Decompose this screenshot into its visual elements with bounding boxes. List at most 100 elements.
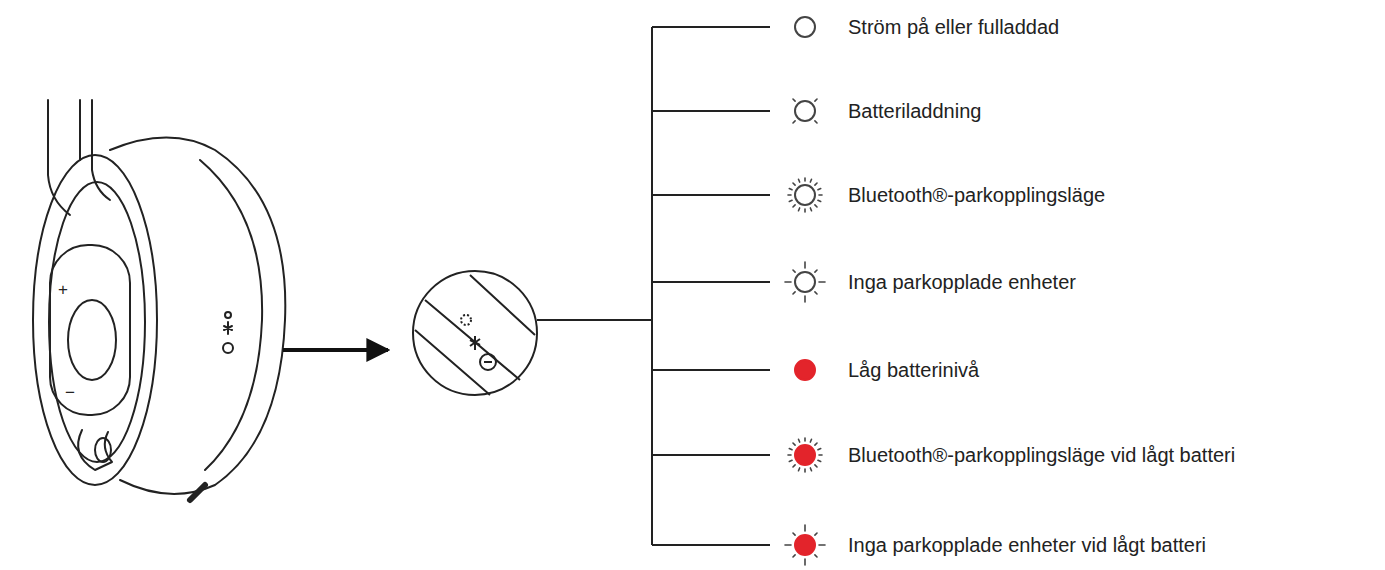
headset-drawing bbox=[33, 100, 285, 500]
led-ray bbox=[785, 281, 791, 283]
led-ray bbox=[789, 188, 792, 189]
led-ray bbox=[815, 555, 817, 557]
leader-line bbox=[537, 319, 652, 321]
led-ray bbox=[798, 439, 799, 442]
led-dot bbox=[795, 101, 815, 121]
led-dot bbox=[795, 535, 815, 555]
ear-cup-rim bbox=[200, 160, 262, 470]
led-dot bbox=[795, 445, 815, 465]
zoom-mute-button bbox=[480, 354, 496, 370]
ear-cushion bbox=[33, 155, 157, 485]
ear-cushion-inner bbox=[49, 182, 145, 462]
led-ray bbox=[804, 525, 806, 531]
headband bbox=[79, 100, 81, 160]
led-status-label: Ström på eller fulladdad bbox=[848, 15, 1059, 39]
led-ray bbox=[815, 292, 817, 294]
led-ray bbox=[810, 179, 811, 182]
led-ray bbox=[810, 468, 811, 471]
zoom-bluetooth bbox=[470, 336, 480, 350]
leader-line bbox=[652, 26, 770, 28]
led-status-label: Bluetooth®-parkopplingsläge bbox=[848, 183, 1105, 207]
led-status-label: Inga parkopplade enheter bbox=[848, 270, 1076, 294]
led-ray bbox=[819, 454, 822, 456]
led-ray bbox=[793, 205, 795, 207]
led-ray bbox=[793, 555, 795, 557]
led-ray bbox=[804, 178, 806, 181]
led-ray bbox=[815, 443, 817, 445]
led-icon bbox=[785, 262, 825, 302]
led-ray bbox=[789, 448, 792, 449]
led-dot bbox=[795, 17, 815, 37]
ear-cup bbox=[110, 138, 285, 494]
led-ray bbox=[793, 270, 795, 272]
control-plate bbox=[50, 245, 130, 415]
led-icon bbox=[788, 438, 822, 472]
boom-mic bbox=[78, 430, 112, 470]
led-ray bbox=[810, 208, 811, 211]
leader-line bbox=[652, 544, 770, 546]
led-ray bbox=[815, 465, 817, 467]
led-ray bbox=[815, 205, 817, 207]
led-ray bbox=[793, 183, 795, 185]
pointer-arrow bbox=[283, 348, 388, 352]
leader-line bbox=[652, 110, 770, 112]
led-ray bbox=[798, 179, 799, 182]
led-ray bbox=[818, 200, 821, 201]
led-ray bbox=[818, 460, 821, 461]
led-status-label: Bluetooth®-parkopplingsläge vid lågt bat… bbox=[848, 443, 1235, 467]
led-ray bbox=[818, 188, 821, 189]
led-ray bbox=[804, 469, 806, 472]
led-ray bbox=[793, 443, 795, 445]
bluetooth-icon bbox=[224, 322, 232, 334]
headband bbox=[48, 100, 70, 215]
led-dot bbox=[795, 185, 815, 205]
led-ray bbox=[804, 209, 806, 212]
led-icon bbox=[788, 178, 822, 212]
led-ray bbox=[793, 533, 795, 535]
led-ray bbox=[789, 200, 792, 201]
led-ray bbox=[804, 559, 806, 565]
zoom-led bbox=[461, 315, 471, 325]
led-ray bbox=[788, 194, 791, 196]
led-dot bbox=[795, 360, 815, 380]
led-ray bbox=[819, 544, 825, 546]
led-ray bbox=[810, 439, 811, 442]
led-status-label: Inga parkopplade enheter vid lågt batter… bbox=[848, 533, 1206, 557]
led-ray bbox=[788, 454, 791, 456]
led-icon bbox=[795, 17, 815, 37]
leader-line bbox=[651, 27, 653, 545]
zoom-outline bbox=[413, 271, 537, 395]
led-ray bbox=[793, 121, 795, 123]
led-ray bbox=[804, 296, 806, 302]
led-ray bbox=[798, 208, 799, 211]
multifunction-button bbox=[68, 300, 116, 380]
led-icon bbox=[785, 525, 825, 565]
volume-up-symbol: + bbox=[58, 281, 68, 299]
led-ray bbox=[793, 465, 795, 467]
led-ray bbox=[815, 121, 817, 123]
led-icons bbox=[785, 17, 825, 565]
led-icon bbox=[793, 99, 817, 123]
led-ray bbox=[793, 292, 795, 294]
led-ray bbox=[815, 99, 817, 101]
led-status-label: Låg batterinivå bbox=[848, 358, 979, 382]
leader-line bbox=[652, 369, 770, 371]
volume-down-symbol: − bbox=[65, 384, 75, 402]
side-button bbox=[190, 485, 205, 500]
zoom-contour bbox=[415, 275, 535, 395]
led-ray bbox=[804, 438, 806, 441]
leader-line bbox=[652, 454, 770, 456]
led-ray bbox=[789, 460, 792, 461]
led-dot bbox=[795, 272, 815, 292]
led-ray bbox=[785, 544, 791, 546]
zoom-mute-line bbox=[484, 361, 492, 363]
led-ray bbox=[815, 270, 817, 272]
led-ray bbox=[798, 468, 799, 471]
leader-line bbox=[652, 281, 770, 283]
leader-line bbox=[652, 194, 770, 196]
led-ray bbox=[819, 194, 822, 196]
zoom-circle bbox=[413, 271, 537, 395]
led-ray bbox=[793, 99, 795, 101]
leader-bracket bbox=[537, 27, 770, 545]
